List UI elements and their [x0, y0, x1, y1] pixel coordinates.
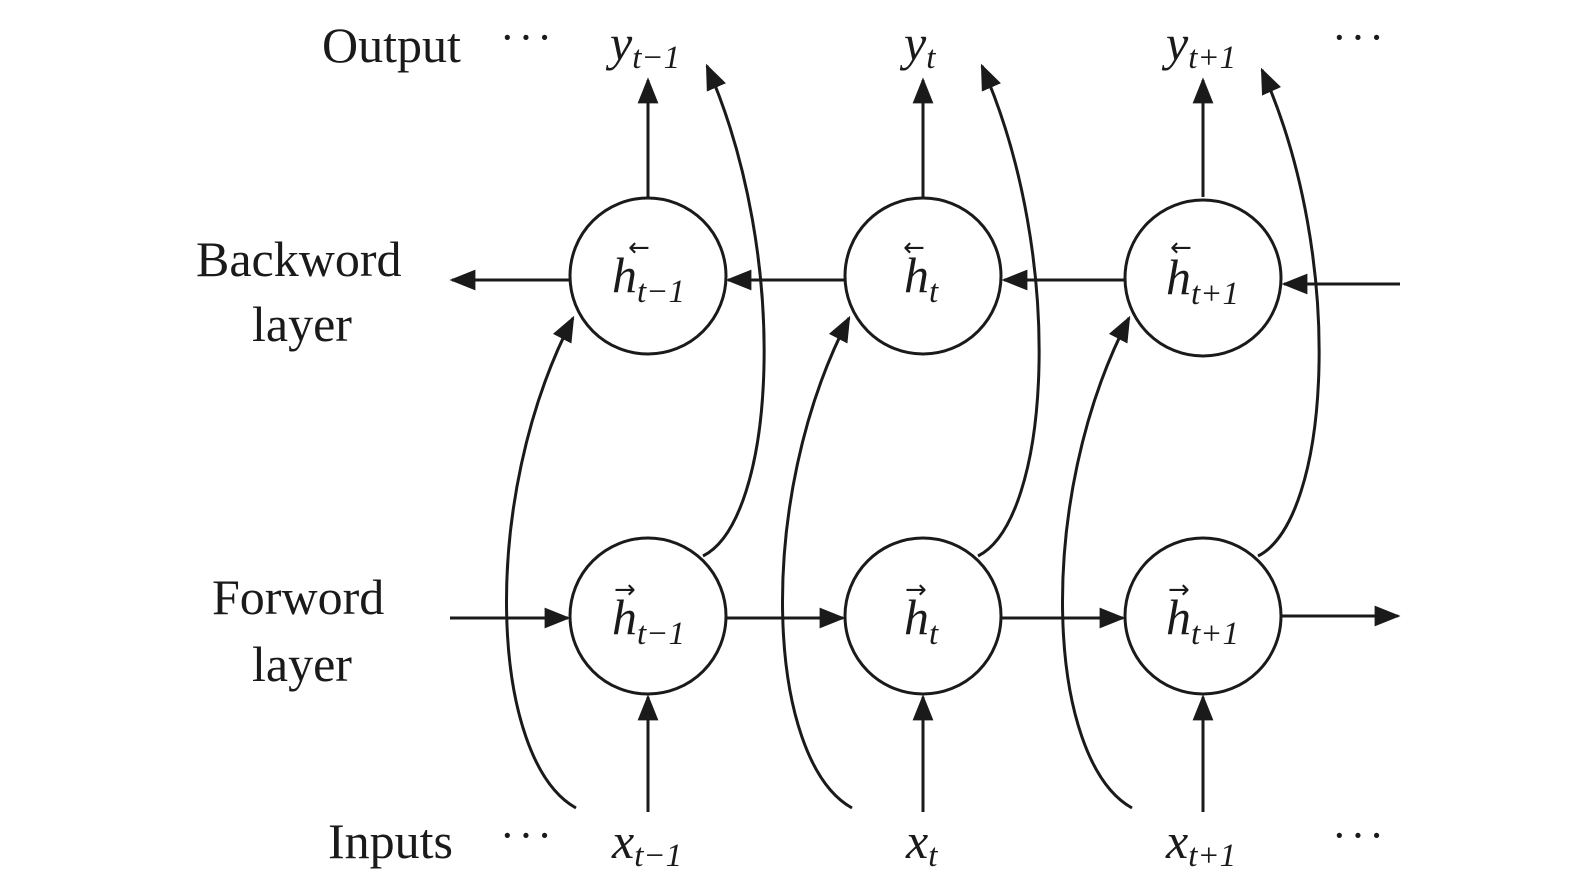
- edge-input-to-backward-1: [781, 315, 853, 810]
- svg-text:ht−1: ht−1: [612, 589, 685, 652]
- output-y-0: yt−1: [605, 15, 680, 76]
- right-arrow-accent-icon: →: [905, 575, 927, 605]
- forward-node-0: → ht−1: [568, 536, 728, 696]
- inputs-ellipsis-right: ···: [1332, 811, 1388, 860]
- svg-text:ht−1: ht−1: [612, 247, 685, 310]
- input-x-1: xt: [905, 813, 938, 874]
- right-arrow-accent-icon: →: [614, 575, 636, 605]
- input-x-2: xt+1: [1165, 813, 1236, 874]
- svg-text:ht: ht: [904, 589, 939, 652]
- edge-forward-to-output-0: [702, 63, 766, 558]
- forward-node-2: → ht+1: [1123, 536, 1283, 696]
- output-y-2: yt+1: [1161, 15, 1236, 76]
- svg-text:ht+1: ht+1: [1166, 589, 1239, 652]
- inputs-label: Inputs: [328, 813, 453, 869]
- svg-text:ht+1: ht+1: [1166, 249, 1239, 312]
- left-arrow-accent-icon: ←: [1170, 233, 1192, 263]
- backward-layer-label-line2: layer: [252, 296, 352, 352]
- inputs-ellipsis-left: ···: [500, 811, 556, 860]
- backward-node-2: ← ht+1: [1123, 198, 1283, 358]
- left-arrow-accent-icon: ←: [903, 233, 925, 263]
- backward-node-0: ← ht−1: [568, 196, 728, 356]
- forward-node-1: → ht: [843, 536, 1003, 696]
- edge-input-to-backward-2: [1061, 315, 1133, 810]
- backward-node-1: ← ht: [843, 196, 1003, 356]
- svg-text:ht: ht: [904, 247, 939, 310]
- forward-layer-label-line2: layer: [252, 636, 352, 692]
- forward-layer-label-line1: Forword: [212, 569, 384, 625]
- left-arrow-accent-icon: ←: [628, 233, 650, 263]
- output-y-1: yt: [899, 15, 936, 76]
- output-ellipsis-right: ···: [1332, 13, 1388, 62]
- output-label: Output: [322, 17, 461, 73]
- edge-forward-to-output-2: [1257, 67, 1321, 558]
- input-x-0: xt−1: [611, 813, 682, 874]
- edge-forward-to-output-1: [977, 63, 1041, 558]
- backward-layer-label-line1: Backword: [196, 231, 402, 287]
- right-arrow-accent-icon: →: [1168, 575, 1190, 605]
- output-ellipsis-left: ···: [500, 13, 556, 62]
- edge-input-to-backward-0: [505, 315, 577, 810]
